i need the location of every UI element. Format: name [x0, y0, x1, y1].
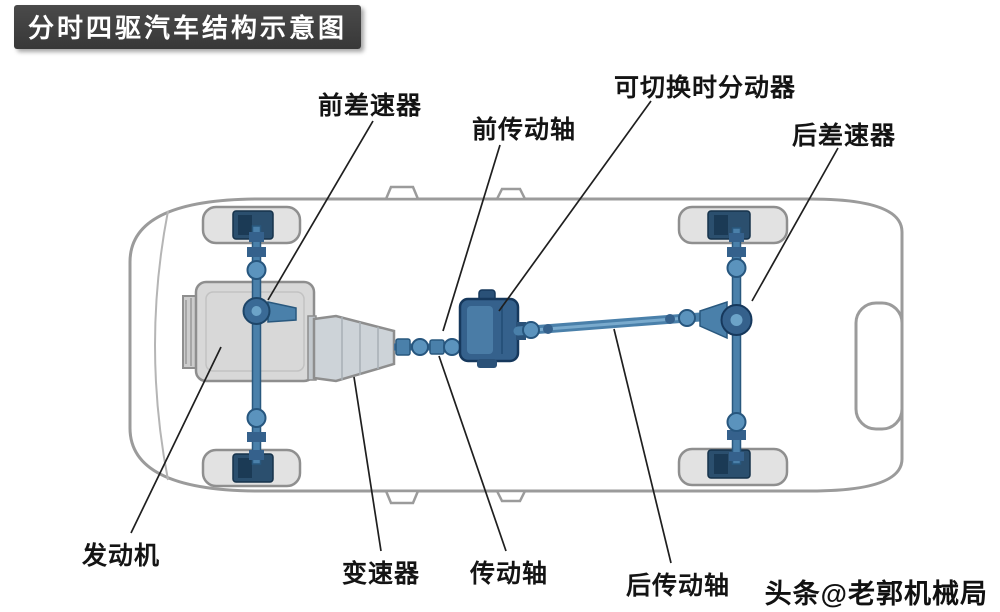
transmission-housing	[307, 314, 396, 383]
bottom-handle-bump	[494, 489, 528, 503]
rear-differential	[699, 300, 753, 340]
rear-side-panel	[854, 301, 904, 431]
page-title: 分时四驱汽车结构示意图	[14, 5, 362, 49]
label-engine: 发动机	[82, 542, 161, 570]
front-bumper-contour	[154, 210, 169, 481]
engine-block	[182, 280, 316, 383]
watermark: 头条@老郭机械局	[764, 579, 988, 609]
top-handle-bump	[494, 187, 528, 201]
top-mirror-bump	[384, 185, 420, 201]
rear-axle-assembly	[699, 227, 753, 465]
leader-transfer-case	[498, 100, 652, 312]
leader-lines	[130, 100, 839, 564]
bottom-mirror-bump	[384, 489, 420, 505]
label-drive-shaft: 传动轴	[470, 560, 549, 588]
label-transmission: 变速器	[342, 560, 421, 588]
leader-front-differential	[267, 120, 374, 301]
label-front-drive-shaft: 前传动轴	[472, 116, 577, 144]
label-rear-drive-shaft: 后传动轴	[626, 572, 731, 600]
leader-engine	[130, 346, 222, 534]
leader-rear-differential	[751, 147, 839, 302]
intermediate-drive-shaft	[394, 338, 463, 356]
leader-drive-shaft	[438, 355, 507, 552]
label-rear-differential: 后差速器	[792, 122, 897, 150]
front-differential	[242, 297, 297, 325]
front-axle-assembly	[242, 225, 297, 465]
leader-front-drive-shaft	[442, 144, 501, 332]
label-transfer-case: 可切换时分动器	[614, 74, 797, 102]
label-front-differential: 前差速器	[318, 92, 423, 120]
rear-propeller-shaft	[513, 309, 705, 339]
leader-transmission	[353, 376, 382, 552]
leader-rear-drive-shaft	[613, 328, 672, 564]
wheel-hubs	[232, 210, 751, 483]
